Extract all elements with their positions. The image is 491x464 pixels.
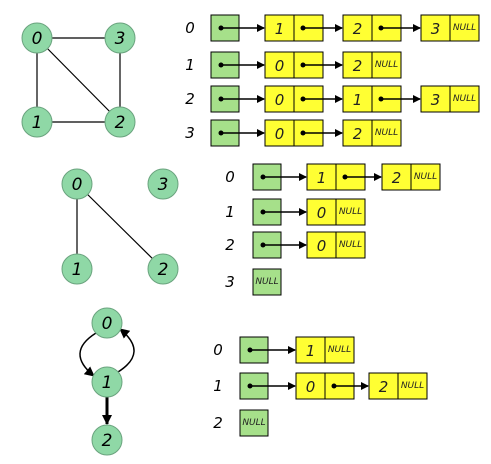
node-3 [147, 168, 179, 200]
head-pointer-cell [252, 268, 282, 296]
node-0 [61, 168, 93, 200]
node-label-0: 0 [102, 314, 113, 334]
edge-0-2 [76, 183, 164, 270]
list-node-value: 3 [431, 20, 441, 38]
node-label-2: 2 [102, 431, 113, 451]
head-pointer-cell [239, 409, 269, 437]
adjacency-row-1: 1 0 2 NULL [185, 51, 402, 79]
node-label-3: 3 [158, 175, 169, 195]
null-label: NULL [453, 23, 476, 33]
edge-0-2 [36, 37, 121, 123]
node-0 [21, 22, 53, 54]
vertex-label: 0 [185, 19, 195, 37]
list-node-value: 2 [353, 57, 363, 75]
node-label-1: 1 [72, 260, 83, 280]
adjacency-row-0: 0 1 2 NULL [225, 163, 441, 191]
null-label: NULL [242, 418, 265, 428]
vertex-label: 3 [185, 124, 195, 142]
node-label-3: 3 [115, 29, 126, 49]
vertex-label: 1 [185, 56, 195, 74]
list-node-value: 1 [306, 342, 316, 360]
adjacency-row-2: 2 0 1 3 NULL [185, 85, 480, 113]
list-node-value: 0 [317, 237, 327, 255]
list-node-value: 0 [275, 57, 285, 75]
vertex-label: 2 [213, 414, 223, 432]
vertex-label: 2 [225, 236, 235, 254]
adjacency-row-2: 2 0 NULL [225, 231, 366, 259]
list-node-value: 0 [275, 125, 285, 143]
node-2 [91, 424, 123, 456]
directed-edge-1-0 [117, 328, 135, 373]
node-0 [91, 307, 123, 339]
directed-edge-0-1 [79, 332, 97, 377]
node-1 [61, 253, 93, 285]
adjacency-row-2: 2 NULL [213, 409, 269, 437]
adjacency-row-3: 3 0 2 NULL [185, 119, 402, 147]
adjacency-row-1: 1 0 2 NULL [213, 372, 428, 400]
list-node-value: 0 [317, 204, 327, 222]
null-label: NULL [375, 128, 398, 138]
adjacency-row-0: 0 1 NULL [213, 336, 355, 364]
null-label: NULL [255, 277, 278, 287]
node-label-0: 0 [72, 175, 83, 195]
node-label-2: 2 [158, 260, 169, 280]
adjacency-row-0: 0 1 2 3 NULL [185, 14, 480, 42]
null-label: NULL [453, 94, 476, 104]
list-node-value: 2 [392, 169, 402, 187]
adjacency-row-1: 1 0 NULL [225, 198, 366, 226]
vertex-label: 0 [213, 341, 223, 359]
node-3 [104, 22, 136, 54]
vertex-label: 2 [185, 90, 195, 108]
node-label-0: 0 [32, 29, 43, 49]
node-label-1: 1 [102, 373, 113, 393]
null-label: NULL [339, 240, 362, 250]
node-2 [147, 253, 179, 285]
node-label-1: 1 [32, 113, 43, 133]
node-label-2: 2 [115, 113, 126, 133]
node-2 [104, 106, 136, 138]
list-node-value: 1 [353, 91, 363, 109]
node-1 [91, 366, 123, 398]
adjacency-row-3: 3 NULL [225, 268, 282, 296]
null-label: NULL [328, 345, 351, 355]
vertex-label: 1 [225, 203, 235, 221]
vertex-label: 0 [225, 168, 235, 186]
node-1 [21, 106, 53, 138]
vertex-label: 3 [225, 273, 235, 291]
vertex-label: 1 [213, 377, 223, 395]
null-label: NULL [401, 381, 424, 391]
list-node-value: 0 [306, 378, 316, 396]
null-label: NULL [339, 207, 362, 217]
list-node-value: 2 [379, 378, 389, 396]
list-node-value: 1 [275, 20, 285, 38]
null-label: NULL [414, 172, 437, 182]
list-node-value: 2 [353, 20, 363, 38]
list-node-value: 2 [353, 125, 363, 143]
list-node-value: 0 [275, 91, 285, 109]
list-node-value: 1 [317, 169, 327, 187]
null-label: NULL [375, 60, 398, 70]
list-node-value: 3 [431, 91, 441, 109]
